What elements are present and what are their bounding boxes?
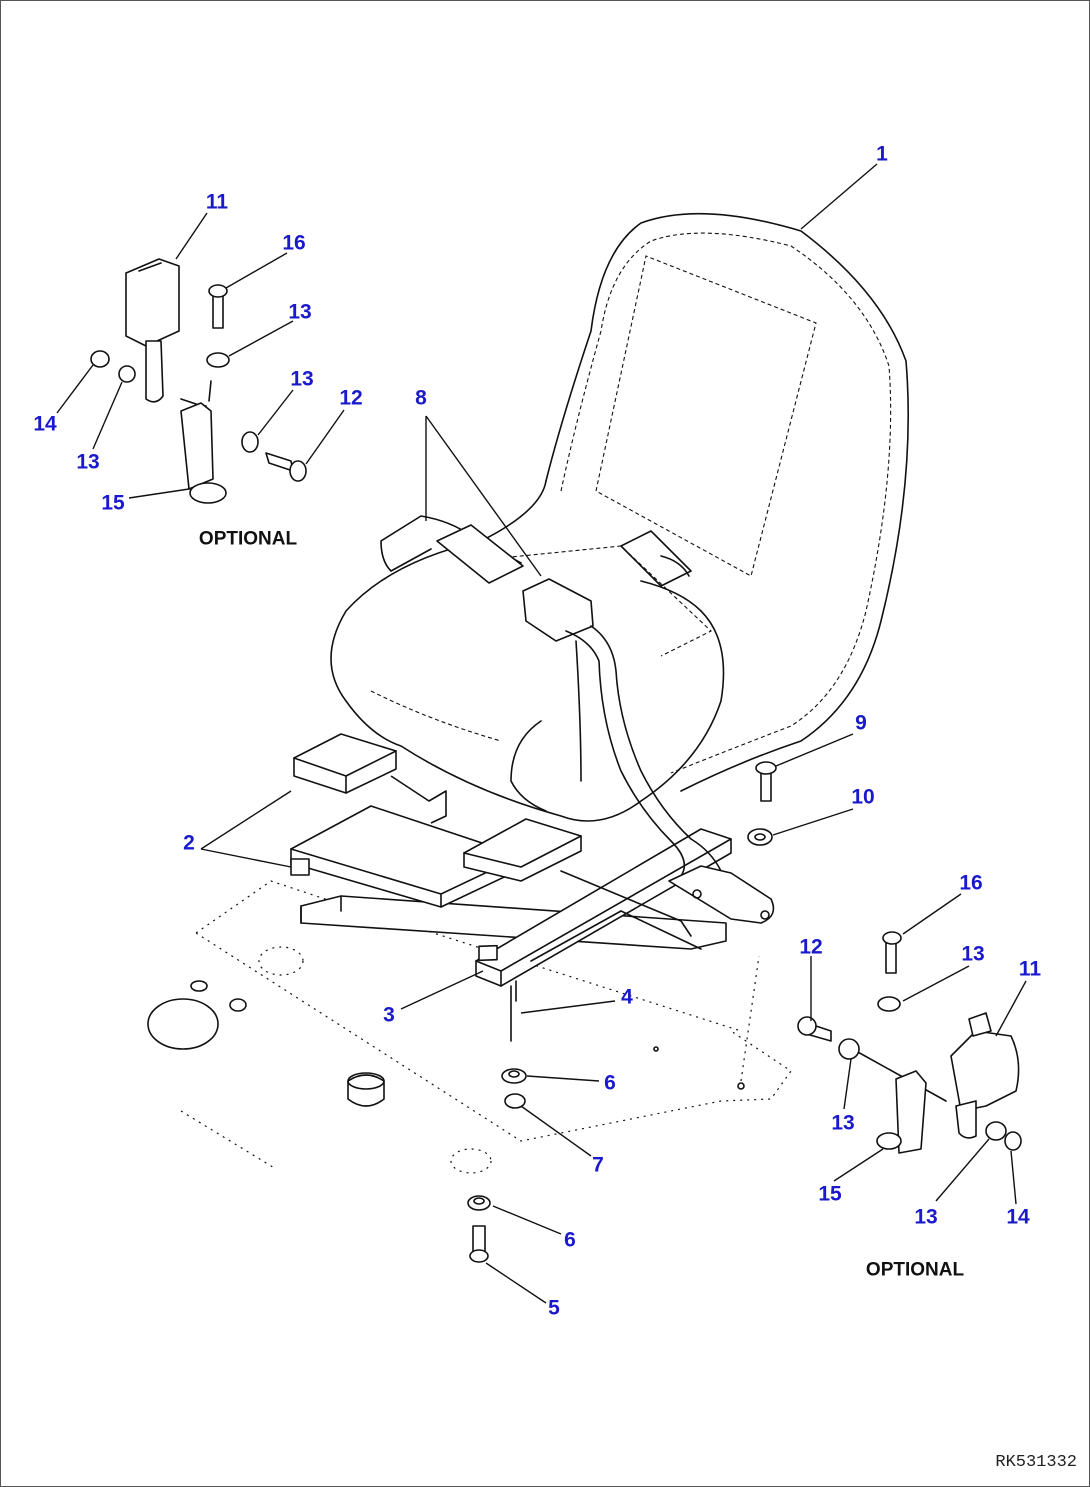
callout-16-right[interactable]: 16 bbox=[959, 871, 983, 895]
callout-15-left[interactable]: 15 bbox=[101, 491, 125, 515]
caption-optional-left: OPTIONAL bbox=[198, 528, 298, 550]
callout-13-right-bottom[interactable]: 13 bbox=[914, 1205, 938, 1229]
callout-8[interactable]: 8 bbox=[415, 386, 427, 410]
callout-15-right[interactable]: 15 bbox=[818, 1182, 842, 1206]
leader-lines bbox=[56, 163, 1027, 1304]
seat-belt bbox=[380, 515, 775, 924]
callout-13-right-top[interactable]: 13 bbox=[961, 942, 985, 966]
callout-6-upper[interactable]: 6 bbox=[604, 1071, 616, 1095]
seat-frame bbox=[290, 733, 732, 1042]
callout-11-right[interactable]: 11 bbox=[1018, 957, 1042, 981]
callout-11-left[interactable]: 11 bbox=[205, 190, 229, 214]
callout-10[interactable]: 10 bbox=[851, 785, 875, 809]
callout-12-right[interactable]: 12 bbox=[799, 935, 823, 959]
figure-id: RK531332 bbox=[995, 1453, 1077, 1472]
optional-buckle-left bbox=[90, 258, 307, 504]
callout-9[interactable]: 9 bbox=[855, 711, 867, 735]
callout-12-left[interactable]: 12 bbox=[339, 386, 363, 410]
seat-back bbox=[545, 212, 910, 792]
callout-16-left[interactable]: 16 bbox=[282, 231, 306, 255]
optional-buckle-right bbox=[797, 931, 1022, 1154]
callout-5[interactable]: 5 bbox=[548, 1296, 560, 1320]
callout-13-left-bottom[interactable]: 13 bbox=[76, 450, 100, 474]
callout-7[interactable]: 7 bbox=[592, 1153, 604, 1177]
callout-13-left-mid[interactable]: 13 bbox=[290, 367, 314, 391]
seat-cushion bbox=[330, 480, 725, 822]
hardware-center bbox=[467, 761, 777, 1263]
callout-4[interactable]: 4 bbox=[621, 985, 633, 1009]
callout-14-right[interactable]: 14 bbox=[1006, 1205, 1030, 1229]
callout-3[interactable]: 3 bbox=[383, 1003, 395, 1027]
callout-1[interactable]: 1 bbox=[876, 142, 888, 166]
callout-13-left-top[interactable]: 13 bbox=[288, 300, 312, 324]
callout-13-right-mid[interactable]: 13 bbox=[831, 1111, 855, 1135]
callout-2[interactable]: 2 bbox=[183, 831, 195, 855]
callout-14-left[interactable]: 14 bbox=[33, 412, 57, 436]
callout-6-lower[interactable]: 6 bbox=[564, 1228, 576, 1252]
caption-optional-right: OPTIONAL bbox=[865, 1259, 965, 1281]
